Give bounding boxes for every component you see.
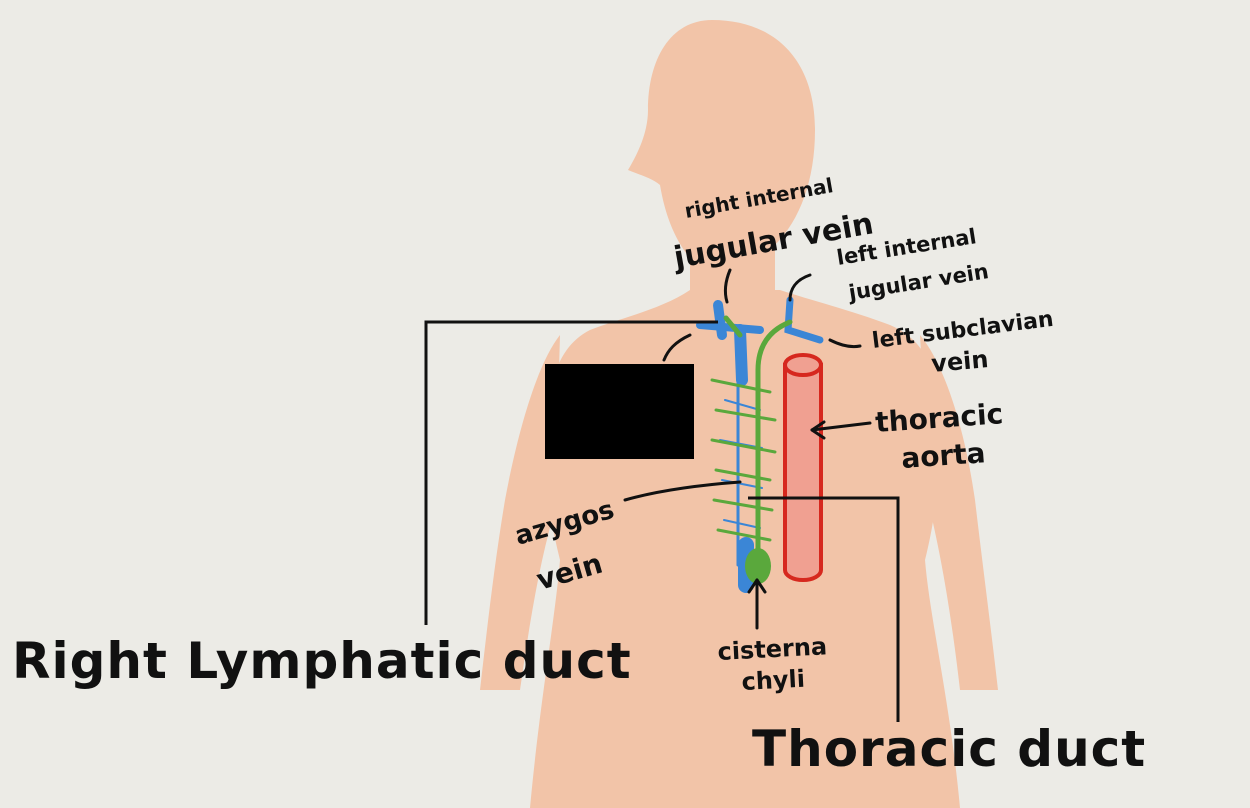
label-thoracic-aorta-line2: aorta	[900, 436, 986, 475]
label-left-subclavian-line2: vein	[930, 345, 989, 378]
lymphatic-vessels	[710, 315, 793, 584]
label-pointers	[623, 268, 872, 630]
redaction-box	[545, 364, 694, 459]
thoracic-duct-bracket	[748, 496, 900, 722]
thoracic-aorta	[783, 353, 823, 582]
bracket-lines	[424, 320, 900, 722]
label-left-internal-jugular-line2: jugular vein	[846, 259, 990, 305]
left-arm	[920, 335, 998, 690]
thoracic-duct-label: Thoracic duct	[752, 720, 1147, 778]
right-lymphatic-bracket	[424, 320, 718, 625]
label-cisterna-chyli-line2: chyli	[741, 665, 806, 696]
head	[628, 20, 815, 300]
right-lymphatic-duct-label: Right Lymphatic duct	[12, 632, 632, 690]
right-arm	[480, 335, 560, 690]
veins	[696, 296, 824, 593]
label-cisterna-chyli-line1: cisterna	[717, 632, 828, 666]
